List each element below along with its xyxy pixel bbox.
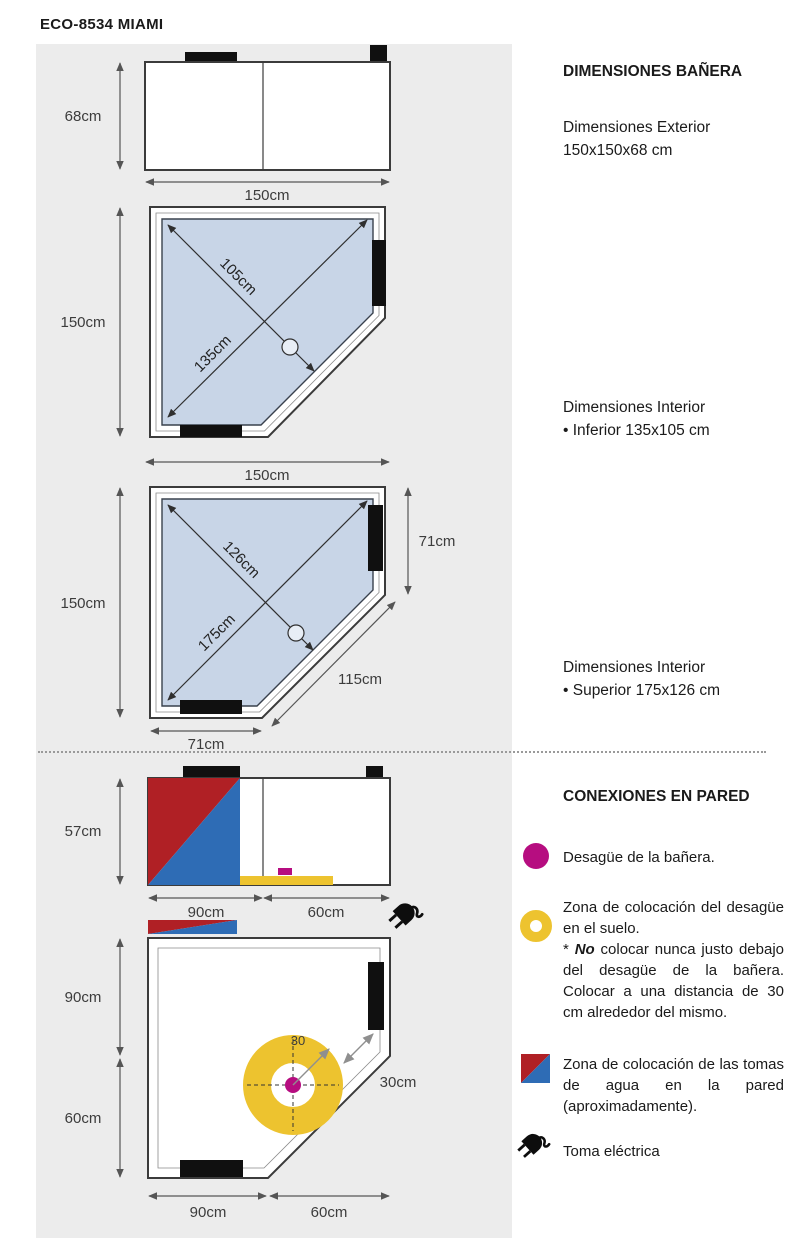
plan-view-upper-drawing: 126cm 175cm 150cm 71cm 115cm 71cm <box>60 486 456 753</box>
drain-icon <box>523 843 549 869</box>
interior-lower-line1: Dimensiones Interior <box>563 399 706 416</box>
mount-tab <box>185 52 237 62</box>
radius-arrow <box>292 1048 330 1086</box>
dimensions-title: DIMENSIONES BAÑERA <box>563 63 743 80</box>
water-zone-icon <box>521 1054 550 1083</box>
bottom-right-label: 60cm <box>311 1204 348 1221</box>
wall-width-right-label: 60cm <box>308 904 345 921</box>
interior-upper-line1: Dimensiones Interior <box>563 659 706 676</box>
technical-drawing: 68cm 150cm 105cm 135cm 150cm 150cm <box>60 45 456 1221</box>
drawing-panel: 68cm 150cm 105cm 135cm 150cm 150cm <box>36 44 512 1238</box>
mount-tab <box>368 962 384 1030</box>
note-bold: No <box>574 941 595 958</box>
drain-zone-icon <box>520 910 552 942</box>
cut-dim-line <box>271 601 396 727</box>
bottom-label: 71cm <box>188 736 225 753</box>
note-rest: colocar nunca justo debajo del desagüe d… <box>563 941 784 1021</box>
drain-mark <box>278 868 292 875</box>
exterior-line1: Dimensiones Exterior <box>563 119 711 136</box>
clearance-label: 30cm <box>380 1074 417 1091</box>
mount-tab <box>180 700 242 714</box>
mount-tab <box>366 766 383 778</box>
mount-tab <box>180 425 242 437</box>
mount-tab <box>180 1160 243 1177</box>
mount-tab <box>372 240 386 306</box>
front-height-label: 68cm <box>65 108 102 125</box>
wall-width-left-label: 90cm <box>188 904 225 921</box>
mount-tab <box>368 505 383 571</box>
diagonal-dim-line <box>167 219 368 418</box>
interior-lower-line2: • Inferior 135x105 cm <box>563 422 710 439</box>
drain-zone-note: * No colocar nunca justo debajo del desa… <box>563 939 784 1023</box>
note-prefix: * <box>563 941 575 958</box>
wall-connections-drawing: 57cm 90cm 60cm <box>65 766 424 936</box>
page-title: ECO-8534 MIAMI <box>40 16 164 33</box>
water-zone-blue <box>148 778 240 885</box>
plan-view-lower-drawing: 105cm 135cm 150cm 150cm <box>60 206 390 484</box>
radius-label: 30 <box>291 1033 305 1048</box>
interior-lower-block: Dimensiones Interior • Inferior 135x105 … <box>563 396 785 442</box>
left-top-label: 90cm <box>65 989 102 1006</box>
drain-zone-strip <box>240 876 333 885</box>
bottom-left-label: 90cm <box>190 1204 227 1221</box>
drain-circle <box>287 624 305 642</box>
water-zone-blue <box>148 920 237 934</box>
water-zone-label: Zona de colocación de las tomas de agua … <box>563 1056 784 1115</box>
mount-tab <box>370 45 387 62</box>
cut-label: 115cm <box>338 671 382 688</box>
left-bottom-label: 60cm <box>65 1110 102 1127</box>
tub-front-outline <box>144 61 391 171</box>
power-plug-legend-icon <box>513 1127 551 1164</box>
side-label: 150cm <box>60 595 105 612</box>
power-label: Toma eléctrica <box>563 1143 660 1160</box>
drain-zone-label: Zona de colocación del desagüe en el sue… <box>563 899 784 937</box>
connections-title: CONEXIONES EN PARED <box>563 788 750 805</box>
water-zone-floor-strip <box>148 920 237 934</box>
exterior-line2: 150x150x68 cm <box>563 142 673 159</box>
floor-plan-drawing: 30 30cm 90cm 60cm 90cm 60cm <box>65 937 417 1221</box>
interior-upper-block: Dimensiones Interior • Superior 175x126 … <box>563 656 785 702</box>
exterior-dimensions-block: Dimensiones Exterior 150x150x68 cm <box>563 116 785 162</box>
diagonal-dim-line <box>167 500 368 701</box>
front-view-drawing: 68cm 150cm <box>65 45 391 204</box>
side-label: 150cm <box>60 314 105 331</box>
front-width-label: 150cm <box>244 187 289 204</box>
drain-zone-block: Zona de colocación del desagüe en el sue… <box>563 897 784 1023</box>
power-plug-icon <box>384 896 424 936</box>
drain-label: Desagüe de la bañera. <box>563 849 715 866</box>
clearance-arrow <box>343 1033 374 1064</box>
right-label: 71cm <box>419 533 456 550</box>
drain-circle <box>281 338 299 356</box>
width-label: 150cm <box>244 467 289 484</box>
section-divider <box>38 751 766 753</box>
wall-height-label: 57cm <box>65 823 102 840</box>
mount-tab <box>183 766 240 778</box>
interior-upper-line2: • Superior 175x126 cm <box>563 682 721 699</box>
